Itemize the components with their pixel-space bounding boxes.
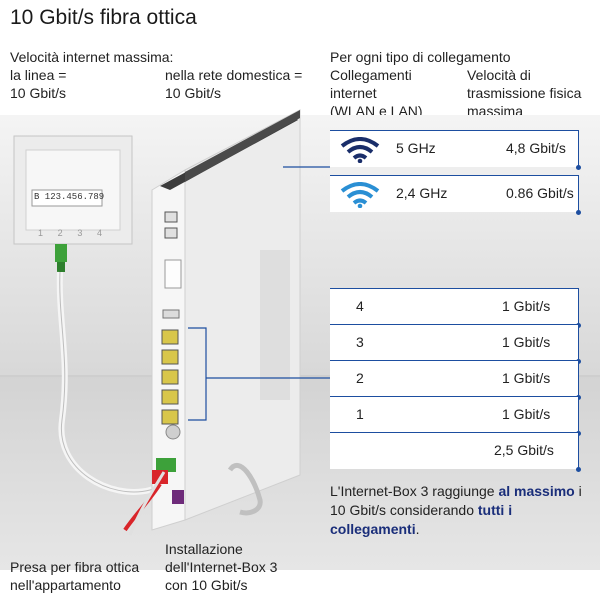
max-speed-note: L'Internet-Box 3 raggiunge al massimo i … xyxy=(330,483,582,537)
wifi-icon xyxy=(340,182,380,208)
page-title: 10 Gbit/s fibra ottica xyxy=(10,6,197,29)
lan-row-3: 3 1 Gbit/s xyxy=(330,324,581,364)
max-speed-heading: Velocità internet massima: xyxy=(10,49,174,65)
lan-speed: 1 Gbit/s xyxy=(502,406,551,422)
socket-port-3: 3 xyxy=(77,228,83,238)
lan-row-4: 4 1 Gbit/s xyxy=(330,288,581,328)
lan-row-fiber: 2,5 Gbit/s xyxy=(330,432,581,472)
wlan-band: 2,4 GHz xyxy=(396,185,448,201)
caption-fiber-socket: Presa per fibra ottica nell'appartamento xyxy=(10,559,140,593)
lan-row-2: 2 1 Gbit/s xyxy=(330,360,581,400)
connection-type-heading: Per ogni tipo di collegamento xyxy=(330,49,511,65)
lan-row-1: 1 1 Gbit/s xyxy=(330,396,581,436)
lan-port: 2 xyxy=(356,370,364,386)
socket-port-4: 4 xyxy=(96,228,102,238)
home-network-value: 10 Gbit/s xyxy=(165,85,222,101)
lan-port: 3 xyxy=(356,334,364,350)
wlan-band: 5 GHz xyxy=(396,140,436,156)
socket-port-numbers: 1 2 3 4 xyxy=(38,228,102,238)
line-value: 10 Gbit/s xyxy=(10,85,67,101)
fiber-wall-socket xyxy=(13,135,133,272)
wlan-speed: 4,8 Gbit/s xyxy=(506,140,566,156)
lan-ports xyxy=(161,329,179,425)
lan-speed: 2,5 Gbit/s xyxy=(494,442,554,458)
socket-id-label: B 123.456.789 xyxy=(34,192,105,202)
lan-speed: 1 Gbit/s xyxy=(502,370,551,386)
wlan-speed: 0.86 Gbit/s xyxy=(506,185,574,201)
socket-port-2: 2 xyxy=(57,228,63,238)
lan-port: 4 xyxy=(356,298,364,314)
home-network-label: nella rete domestica = xyxy=(165,67,303,83)
lan-speed: 1 Gbit/s xyxy=(502,334,551,350)
line-label: la linea = xyxy=(10,67,67,83)
caption-router-install: Installazione dell'Internet-Box 3 con 10… xyxy=(165,541,278,593)
lan-port: 1 xyxy=(356,406,364,422)
socket-port-1: 1 xyxy=(38,228,44,238)
wlan-row-5ghz: 5 GHz 4,8 Gbit/s xyxy=(330,130,581,170)
wifi-icon xyxy=(340,137,380,163)
wlan-row-2-4ghz: 2,4 GHz 0.86 Gbit/s xyxy=(330,175,581,215)
lan-speed: 1 Gbit/s xyxy=(502,298,551,314)
